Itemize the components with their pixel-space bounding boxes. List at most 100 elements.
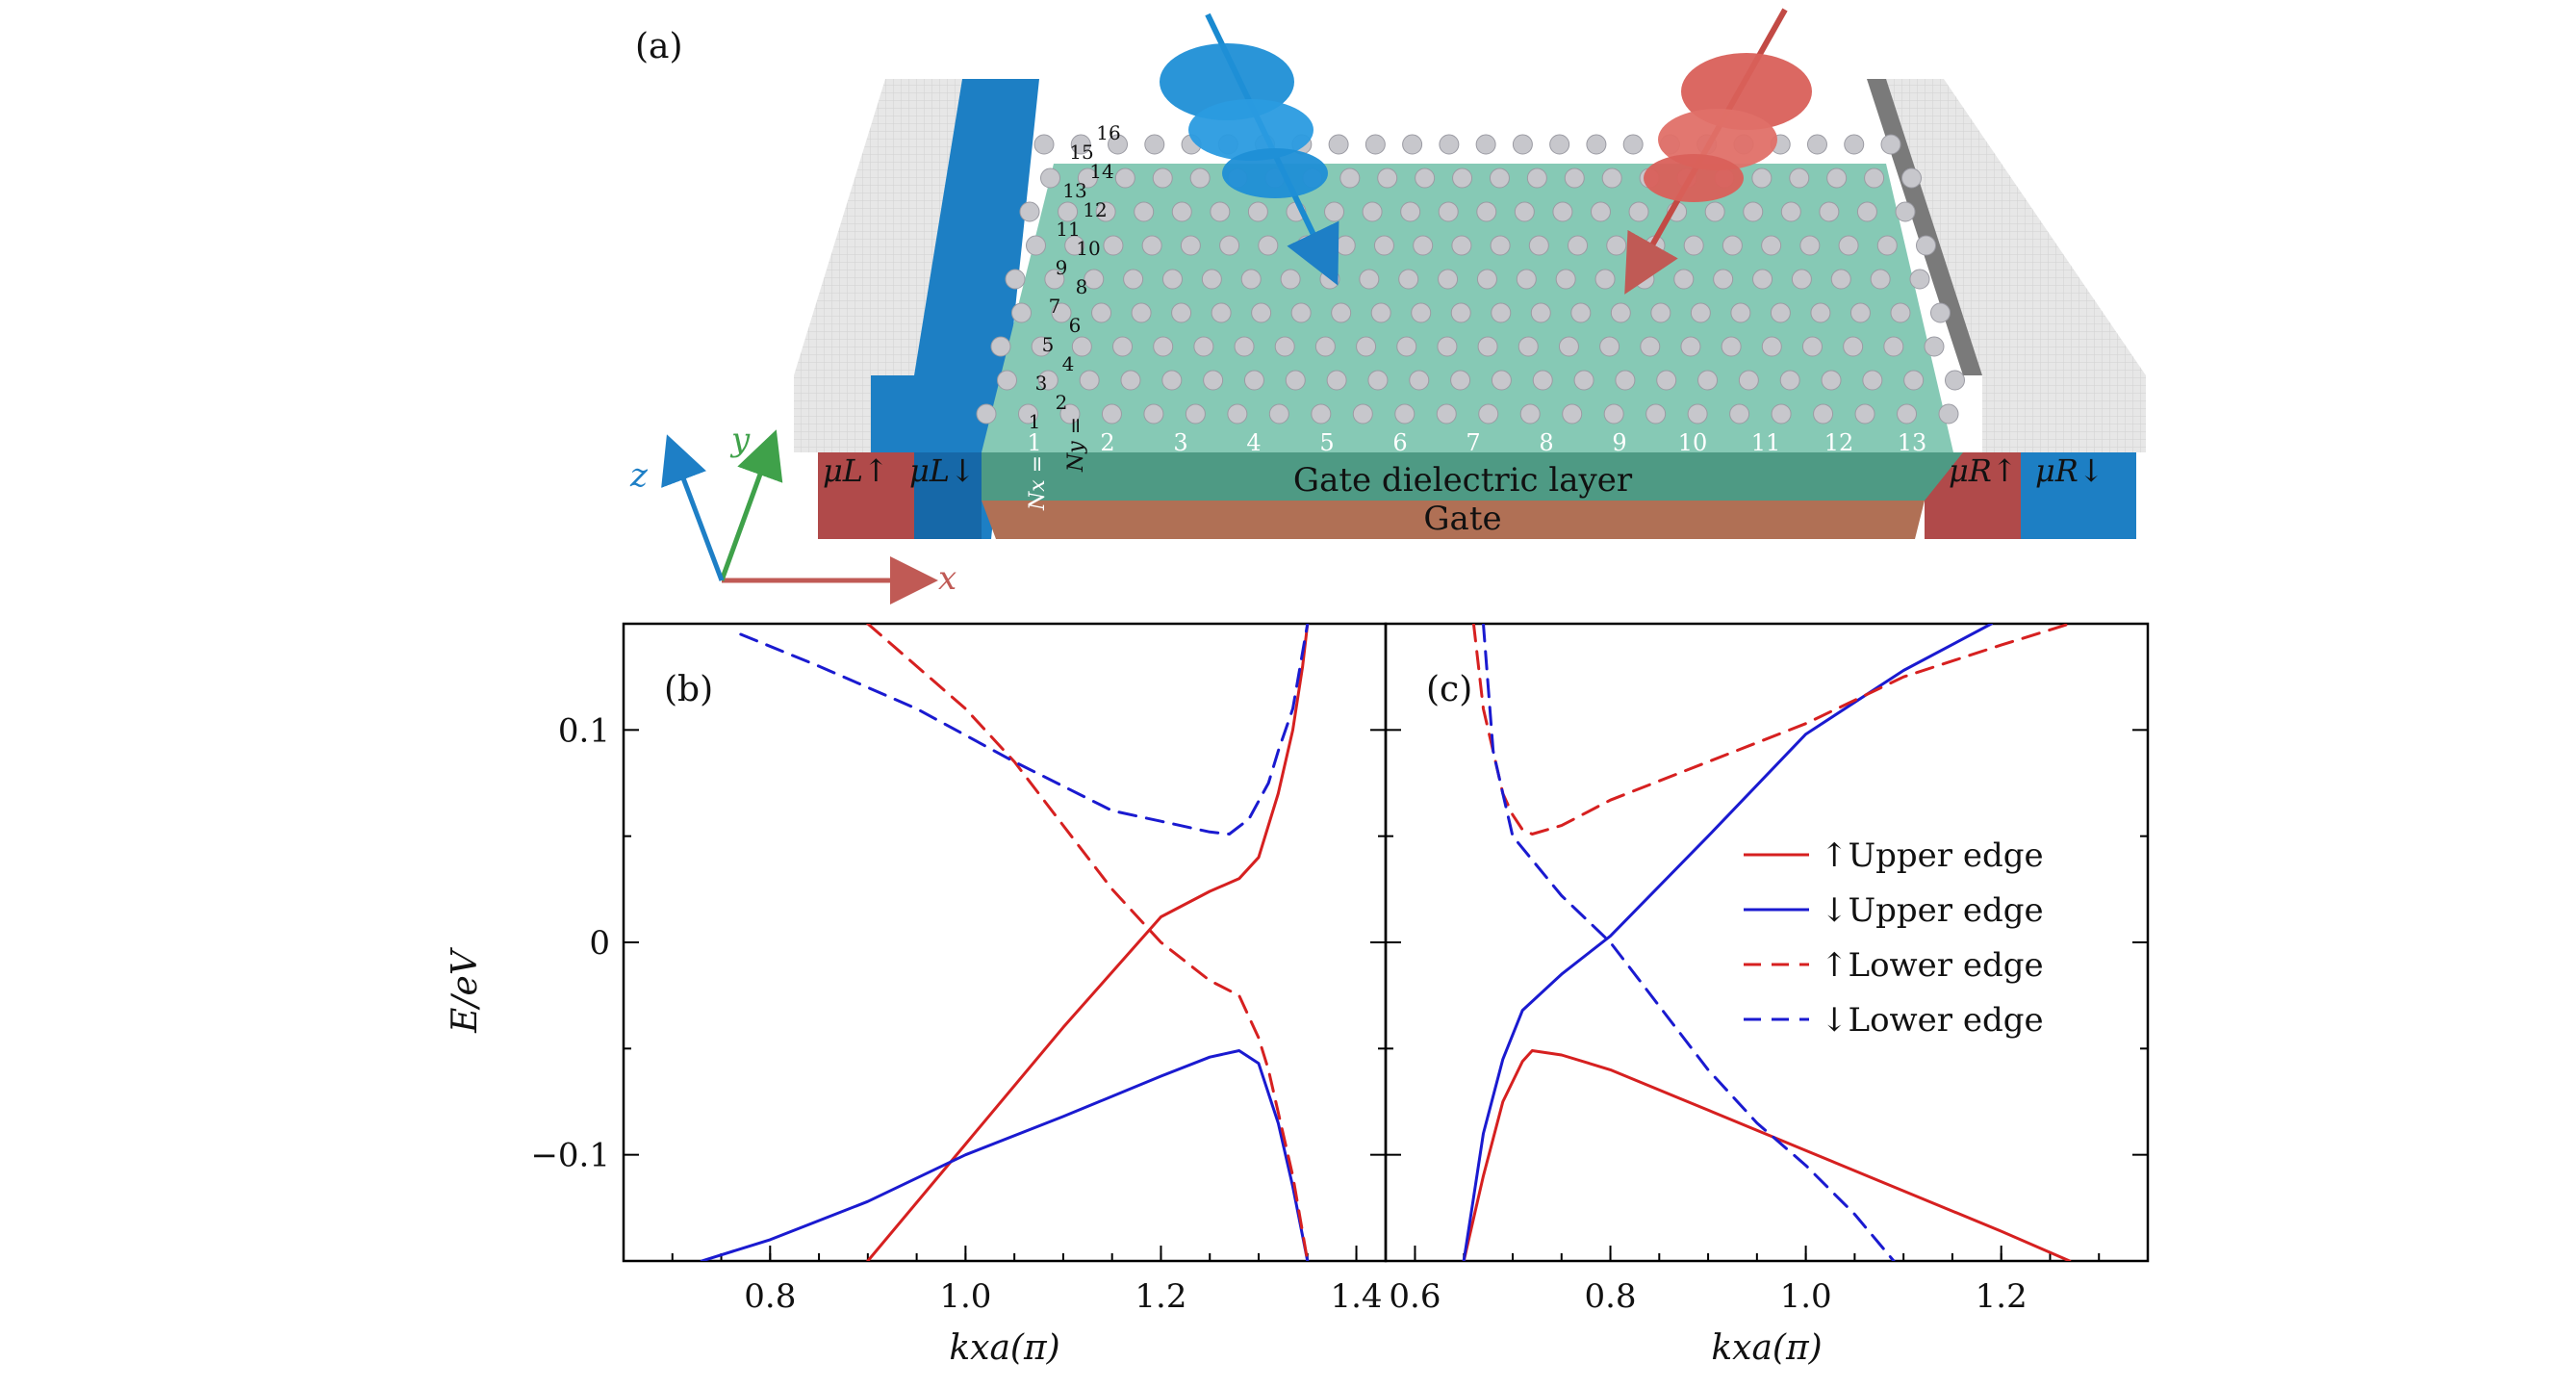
series-line-down-upper	[700, 1049, 1310, 1261]
atom	[1367, 370, 1389, 391]
atom	[1134, 201, 1155, 222]
atom	[1243, 370, 1264, 391]
atom	[1189, 167, 1211, 189]
x-site-number: 11	[1751, 429, 1781, 456]
atom	[1903, 370, 1925, 391]
atom	[1240, 269, 1262, 290]
atom	[1645, 403, 1667, 424]
atom	[1084, 269, 1105, 290]
x-site-number: 13	[1898, 429, 1927, 456]
atom	[1838, 235, 1859, 256]
y-site-number: 6	[1069, 314, 1082, 337]
atom	[1415, 167, 1436, 189]
atom	[1131, 302, 1152, 323]
atom	[1058, 201, 1079, 222]
atom	[1180, 235, 1201, 256]
series-line-up-upper	[866, 624, 1310, 1261]
red-photon	[1624, 8, 1812, 295]
atom	[1268, 403, 1289, 424]
atom	[1120, 370, 1141, 391]
atom	[1528, 235, 1549, 256]
atom	[1077, 167, 1098, 189]
atom	[1144, 134, 1165, 155]
atom	[1356, 336, 1377, 357]
atom	[1512, 134, 1533, 155]
atom	[1601, 167, 1622, 189]
y-site-number: 11	[1056, 218, 1080, 241]
mu-r-down-label: μR↓	[2035, 452, 2104, 489]
y-tick-label: −0.1	[530, 1137, 610, 1175]
atom	[1059, 403, 1081, 424]
x-axis-label: x	[938, 559, 956, 598]
z-axis-label: z	[629, 456, 649, 495]
y-site-number: 16	[1096, 121, 1120, 144]
atom	[1730, 302, 1751, 323]
atom	[1491, 302, 1512, 323]
atom	[1813, 403, 1834, 424]
x-site-number: 10	[1678, 429, 1708, 456]
atom	[1628, 201, 1649, 222]
atom	[1810, 302, 1831, 323]
left-red-contact	[818, 452, 914, 539]
atom	[1211, 302, 1232, 323]
atom	[1051, 302, 1072, 323]
y-site-number: 9	[1056, 256, 1068, 279]
atom	[1452, 167, 1473, 189]
series-line-up-lower	[1471, 624, 2072, 836]
gate-dielectric-label: Gate dielectric layer	[1293, 461, 1633, 500]
atom	[1751, 167, 1773, 189]
atom	[1791, 269, 1812, 290]
atom	[1095, 201, 1116, 222]
atom	[1640, 336, 1661, 357]
atom	[1161, 370, 1183, 391]
atom	[1071, 336, 1092, 357]
x-site-number: 12	[1824, 429, 1854, 456]
atom	[1526, 167, 1547, 189]
x-tick-label: 1.0	[939, 1277, 991, 1316]
atom	[1945, 370, 1965, 391]
atom	[1328, 134, 1349, 155]
x-site-number: 5	[1319, 429, 1334, 456]
atom	[1377, 167, 1398, 189]
atom	[1552, 201, 1573, 222]
atom	[1532, 370, 1553, 391]
atom	[1451, 235, 1472, 256]
atom	[1779, 370, 1800, 391]
atom	[1091, 302, 1112, 323]
atom	[1438, 269, 1459, 290]
atom	[997, 370, 1017, 391]
atom	[1854, 403, 1875, 424]
atom	[1761, 235, 1782, 256]
legend-entry: ↑Lower edge	[1821, 946, 2044, 985]
atom	[1280, 269, 1301, 290]
atom	[1475, 134, 1496, 155]
atom	[1402, 134, 1423, 155]
atom	[1568, 235, 1589, 256]
x-tick-label: 1.2	[1976, 1277, 2028, 1316]
x-axis-title: kxa(π)	[1711, 1328, 1822, 1368]
atom	[1599, 336, 1620, 357]
atom	[1590, 201, 1611, 222]
gate-label: Gate	[1423, 500, 1501, 538]
x-site-number: 3	[1173, 429, 1187, 456]
y-site-number: 3	[1035, 372, 1048, 395]
atom	[1549, 134, 1570, 155]
atom	[1519, 403, 1541, 424]
y-site-number: 15	[1069, 141, 1093, 164]
atom	[1123, 269, 1144, 290]
atom	[1830, 269, 1851, 290]
atom	[1219, 235, 1240, 256]
atom	[990, 336, 1011, 357]
atom	[1477, 336, 1498, 357]
mu-l-up-label: μL↑	[823, 452, 889, 489]
y-site-number: 12	[1083, 198, 1107, 221]
x-site-number: 2	[1100, 429, 1114, 456]
atom	[1799, 235, 1821, 256]
atom	[1450, 370, 1471, 391]
ny-label: Ny =	[1064, 417, 1088, 473]
atom	[1339, 167, 1361, 189]
atom	[1615, 370, 1636, 391]
atom	[976, 403, 997, 424]
x-site-number: 6	[1392, 429, 1407, 456]
